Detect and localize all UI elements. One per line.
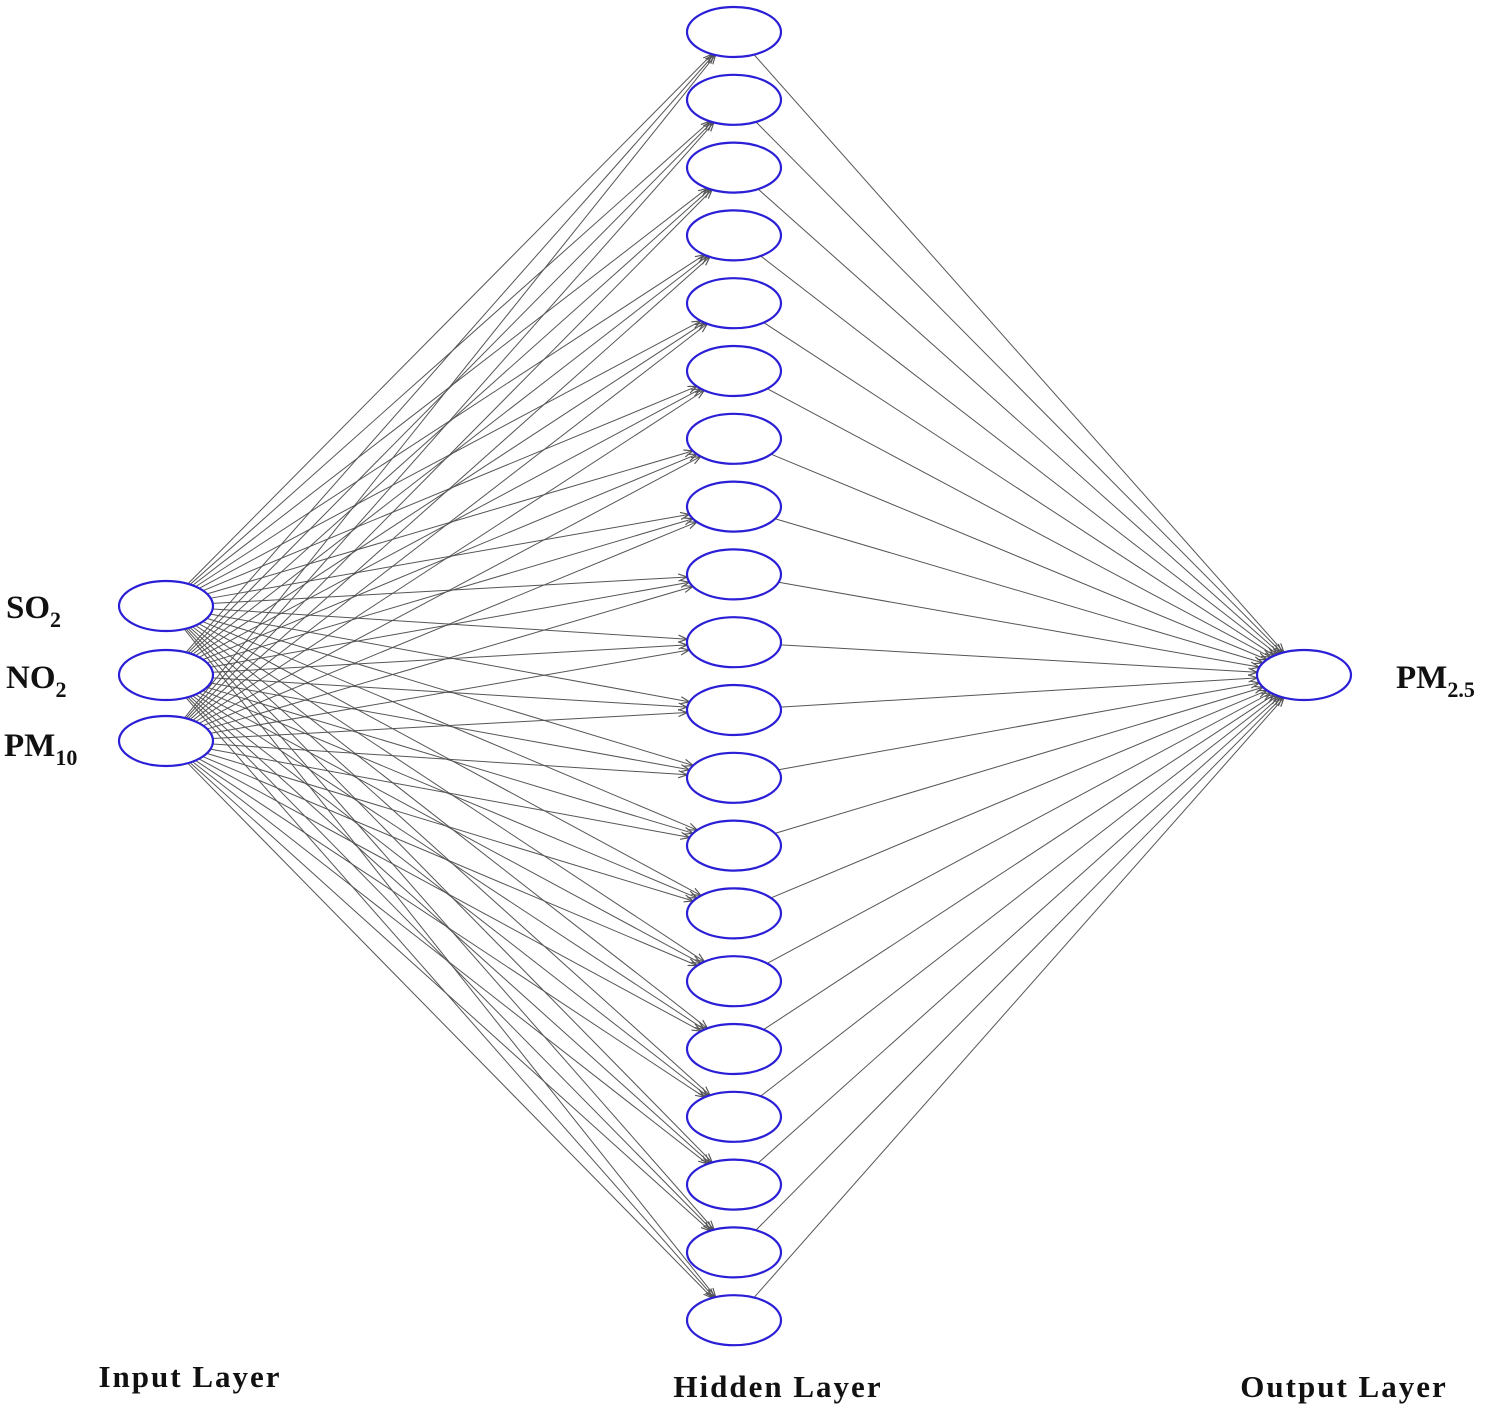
edge-input-3-hidden-4 [189, 257, 710, 720]
edge-input-2-hidden-11 [212, 677, 688, 707]
edge-input-3-hidden-16 [198, 758, 701, 1031]
edge-hidden-5-output [763, 322, 1275, 656]
edge-input-3-hidden-17 [195, 760, 704, 1097]
edge-input-2-hidden-15 [198, 692, 701, 964]
edge-input-3-hidden-11 [212, 713, 687, 739]
edge-input-2-hidden-17 [192, 695, 708, 1097]
edge-input-3-hidden-12 [212, 743, 688, 775]
edge-input-3-hidden-8 [202, 522, 697, 727]
edge-hidden-3-output [757, 188, 1280, 653]
hidden-node-11 [685, 683, 783, 737]
edge-input-2-hidden-9 [210, 582, 690, 668]
hidden-output-connections [753, 54, 1284, 1298]
hidden-node-9 [685, 548, 783, 601]
edge-hidden-14-output [770, 690, 1267, 899]
hidden-layer-title: Hidden Layer [673, 1369, 882, 1404]
edge-input-2-hidden-16 [195, 694, 705, 1029]
edge-input-2-hidden-18 [189, 696, 710, 1164]
hidden-node-3 [685, 141, 783, 194]
edge-input-2-hidden-1 [185, 55, 714, 653]
edge-input-3-hidden-18 [192, 761, 707, 1164]
edge-input-3-hidden-19 [189, 762, 710, 1231]
edge-input-3-hidden-20 [187, 762, 713, 1298]
hidden-node-10 [685, 616, 783, 669]
edge-hidden-9-output [778, 581, 1260, 667]
input-node-1 [117, 579, 215, 633]
edge-input-3-hidden-1 [184, 55, 715, 719]
edge-input-2-hidden-20 [185, 697, 714, 1298]
hidden-node-12 [685, 751, 783, 804]
edge-hidden-10-output [780, 644, 1258, 672]
hidden-node-20 [685, 1294, 783, 1347]
edge-hidden-8-output [774, 518, 1263, 663]
edge-input-3-hidden-2 [185, 122, 714, 719]
edge-input-3-hidden-6 [195, 390, 705, 723]
edge-hidden-19-output [755, 697, 1282, 1231]
input-node-2 [117, 648, 215, 702]
edge-hidden-15-output [766, 693, 1271, 964]
edge-input-3-hidden-3 [187, 190, 712, 720]
input-label-pm10: PM10 [4, 728, 77, 770]
edge-input-2-hidden-3 [189, 189, 710, 654]
hidden-node-5 [685, 277, 783, 330]
hidden-node-18 [685, 1158, 783, 1211]
input-layer-nodes [117, 579, 215, 768]
edge-input-2-hidden-5 [195, 323, 705, 657]
input-layer-title: Input Layer [98, 1359, 281, 1394]
output-layer-title: Output Layer [1240, 1369, 1447, 1404]
edge-input-3-hidden-15 [202, 756, 697, 966]
edge-input-2-hidden-6 [198, 389, 701, 658]
edge-hidden-7-output [770, 453, 1267, 659]
edge-hidden-16-output [763, 694, 1275, 1030]
output-node [1255, 648, 1353, 702]
edge-input-3-hidden-9 [207, 586, 693, 730]
edge-input-2-hidden-8 [206, 519, 693, 664]
edge-hidden-20-output [753, 698, 1284, 1298]
edge-input-3-hidden-10 [210, 650, 690, 734]
edge-hidden-6-output [766, 388, 1271, 658]
hidden-layer-nodes [685, 5, 783, 1347]
edge-input-2-hidden-14 [202, 690, 697, 897]
edge-hidden-2-output [755, 121, 1282, 653]
output-label-pm25: PM2.5 [1396, 660, 1475, 702]
hidden-node-15 [685, 955, 783, 1008]
edge-hidden-12-output [778, 683, 1260, 771]
hidden-node-14 [685, 887, 783, 940]
edge-hidden-18-output [757, 696, 1280, 1164]
edge-hidden-17-output [760, 696, 1278, 1097]
hidden-node-6 [685, 344, 783, 398]
hidden-node-17 [685, 1090, 783, 1143]
edge-input-3-hidden-13 [210, 748, 689, 837]
hidden-node-19 [685, 1226, 783, 1279]
output-layer-nodes [1255, 648, 1353, 702]
hidden-node-4 [685, 209, 783, 262]
edge-hidden-11-output [780, 678, 1258, 708]
edge-input-2-hidden-13 [206, 686, 693, 833]
input-hidden-connections [183, 54, 715, 1298]
edge-hidden-13-output [774, 687, 1263, 834]
hidden-node-8 [685, 480, 783, 533]
hidden-node-16 [685, 1022, 783, 1076]
hidden-node-13 [685, 819, 783, 872]
hidden-node-2 [685, 73, 783, 126]
edge-input-2-hidden-10 [212, 645, 688, 673]
input-node-3 [117, 714, 215, 768]
input-label-no2: NO2 [6, 660, 67, 702]
edge-hidden-4-output [760, 255, 1278, 654]
edge-hidden-1-output [753, 54, 1284, 653]
edge-input-3-hidden-7 [198, 456, 701, 724]
edge-input-2-hidden-4 [192, 256, 708, 655]
hidden-node-7 [685, 412, 783, 465]
edge-input-2-hidden-7 [202, 454, 697, 661]
edge-input-2-hidden-12 [210, 682, 689, 770]
edge-input-2-hidden-19 [187, 696, 712, 1230]
edge-input-2-hidden-2 [187, 122, 712, 654]
input-label-so2: SO2 [6, 590, 61, 632]
edge-input-3-hidden-5 [192, 324, 708, 721]
hidden-node-1 [685, 5, 783, 59]
edge-input-3-hidden-14 [206, 752, 693, 901]
edge-input-1-hidden-1 [187, 54, 712, 585]
